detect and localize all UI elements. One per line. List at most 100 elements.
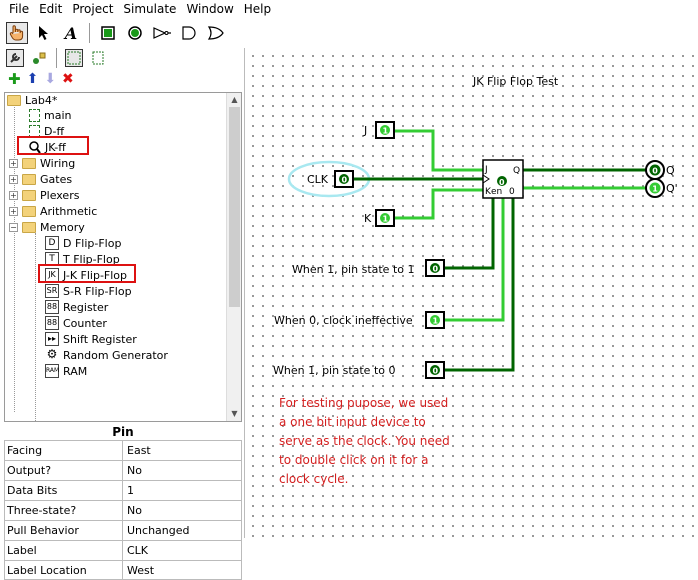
tree-item-label: Register (63, 300, 109, 314)
tree-item-sr-flip-flop[interactable]: SR S-R Flip-Flop (45, 283, 132, 299)
scroll-up-arrow-icon[interactable]: ▲ (231, 95, 238, 104)
circuit-drawing: J K Q en 0 0 1 J 0 CLK 1 K 0 When 1, pin… (273, 75, 678, 379)
output-q-label: Q (666, 164, 675, 177)
folder-icon (22, 221, 36, 233)
tree-item-label: D-ff (44, 124, 65, 138)
select-arrow-icon[interactable] (33, 22, 55, 44)
add-circuit-icon[interactable]: ✚ (8, 70, 21, 88)
properties-title: Pin (112, 425, 134, 439)
magnifier-circuit-icon (29, 141, 41, 154)
tree-folder-wiring[interactable]: + Wiring (9, 155, 75, 171)
menu-file[interactable]: File (9, 2, 30, 16)
ff-k-label: K (485, 187, 492, 197)
and-gate-icon[interactable] (178, 22, 200, 44)
tree-folder-memory[interactable]: − Memory (9, 219, 85, 235)
scroll-down-arrow-icon[interactable]: ▼ (231, 409, 238, 418)
folder-icon (22, 189, 36, 201)
expand-icon[interactable]: + (9, 174, 18, 184)
register-icon: 88 (45, 300, 59, 314)
output-q-value: 0 (652, 167, 658, 176)
tree-item-shift-register[interactable]: ▸▸ Shift Register (45, 331, 137, 347)
layout-view-icon[interactable] (65, 49, 83, 67)
wrench-icon[interactable] (6, 49, 24, 67)
prop-value[interactable]: West (127, 564, 155, 577)
or-gate-icon[interactable] (205, 22, 227, 44)
d-flip-flop-icon: D (45, 236, 59, 250)
project-explorer: Lab4* main D-ff JK-ff + Wiring + Gates + (4, 92, 242, 422)
output-pin-icon[interactable] (124, 22, 146, 44)
tree-item-label: D Flip-Flop (63, 236, 122, 250)
tree-item-d-flip-flop[interactable]: D D Flip-Flop (45, 235, 121, 251)
text-tool-icon[interactable]: A (60, 22, 82, 44)
hand-poke-icon[interactable] (6, 22, 28, 44)
ff-state-indicator (497, 176, 507, 186)
tree-item-counter[interactable]: 88 Counter (45, 315, 107, 331)
prop-value[interactable]: 1 (127, 484, 134, 497)
canvas-title: JK Flip Flop Test (472, 75, 559, 88)
ff-q-label: Q (513, 166, 520, 176)
collapse-icon[interactable]: − (9, 222, 18, 232)
prop-row-label-location[interactable]: Label Location West (4, 560, 242, 580)
pin-enable-state (430, 315, 440, 325)
tree-item-label: Plexers (40, 188, 80, 202)
output-q-state (649, 164, 661, 176)
tree-item-ram[interactable]: RAM RAM (45, 363, 87, 379)
explorer-toolbar (0, 48, 244, 68)
move-down-icon[interactable]: ⬇ (44, 71, 57, 87)
tree-circuit-jk-ff[interactable]: JK-ff (29, 139, 66, 155)
delete-circuit-icon[interactable]: ✖ (62, 71, 74, 87)
tree-root-lab4[interactable]: Lab4* (7, 93, 57, 108)
tree-folder-plexers[interactable]: + Plexers (9, 187, 79, 203)
tree-guide-line (14, 107, 15, 412)
menu-window[interactable]: Window (186, 2, 234, 16)
text-tool-glyph: A (64, 23, 78, 43)
tree-guide-line (35, 233, 36, 421)
prop-value[interactable]: Unchanged (127, 524, 190, 537)
tree-item-random-generator[interactable]: ⚙ Random Generator (45, 347, 168, 363)
not-gate-icon[interactable] (151, 22, 173, 44)
expand-icon[interactable]: + (9, 206, 18, 216)
menu-project[interactable]: Project (72, 2, 114, 16)
clock-triangle (482, 174, 490, 184)
prop-value[interactable]: No (127, 504, 142, 517)
expand-icon[interactable]: + (9, 158, 18, 168)
expand-icon[interactable]: + (9, 190, 18, 200)
move-up-icon[interactable]: ⬆ (26, 71, 39, 87)
pin-enable-label: When 0, clock ineffective (274, 314, 413, 327)
tree-item-t-flip-flop[interactable]: T T Flip-Flop (45, 251, 120, 267)
wire-j (393, 129, 483, 172)
input-pin-icon[interactable] (97, 22, 119, 44)
tree-folder-arithmetic[interactable]: + Arithmetic (9, 203, 97, 219)
menu-bar: File Edit Project Simulate Window Help (0, 0, 698, 18)
menu-simulate[interactable]: Simulate (123, 2, 177, 16)
explorer-scrollbar[interactable]: ▲ ▼ (226, 93, 241, 421)
scroll-thumb[interactable] (229, 107, 240, 307)
prop-row-three-state[interactable]: Three-state? No (4, 500, 242, 520)
sr-flip-flop-icon: SR (45, 284, 59, 298)
prop-row-output[interactable]: Output?No (4, 460, 242, 480)
tree-item-label: Gates (40, 172, 73, 186)
appearance-view-icon[interactable] (89, 49, 107, 67)
pin-k-label: K (364, 212, 372, 225)
menu-help[interactable]: Help (243, 2, 272, 16)
tree-item-label: Memory (40, 220, 85, 234)
pin-j-label: J (363, 124, 367, 137)
prop-value[interactable]: East (127, 444, 151, 457)
prop-key: Three-state? (5, 501, 123, 520)
tree-circuit-main[interactable]: main (29, 107, 71, 123)
prop-key: Label Location (5, 561, 123, 579)
circuit-canvas[interactable]: J K Q en 0 0 1 J 0 CLK 1 K 0 When 1, pin… (244, 48, 696, 538)
prop-value[interactable]: No (127, 464, 142, 477)
pin-j-value: 1 (383, 127, 389, 136)
toolbar-separator (89, 23, 90, 43)
simulation-tree-icon[interactable] (30, 49, 48, 67)
annotation-highlight-jk-ff (17, 136, 89, 155)
tree-folder-gates[interactable]: + Gates (9, 171, 72, 187)
tree-item-register[interactable]: 88 Register (45, 299, 108, 315)
tree-item-jk-flip-flop[interactable]: JK J-K Flip-Flop (45, 267, 127, 283)
menu-edit[interactable]: Edit (39, 2, 63, 16)
